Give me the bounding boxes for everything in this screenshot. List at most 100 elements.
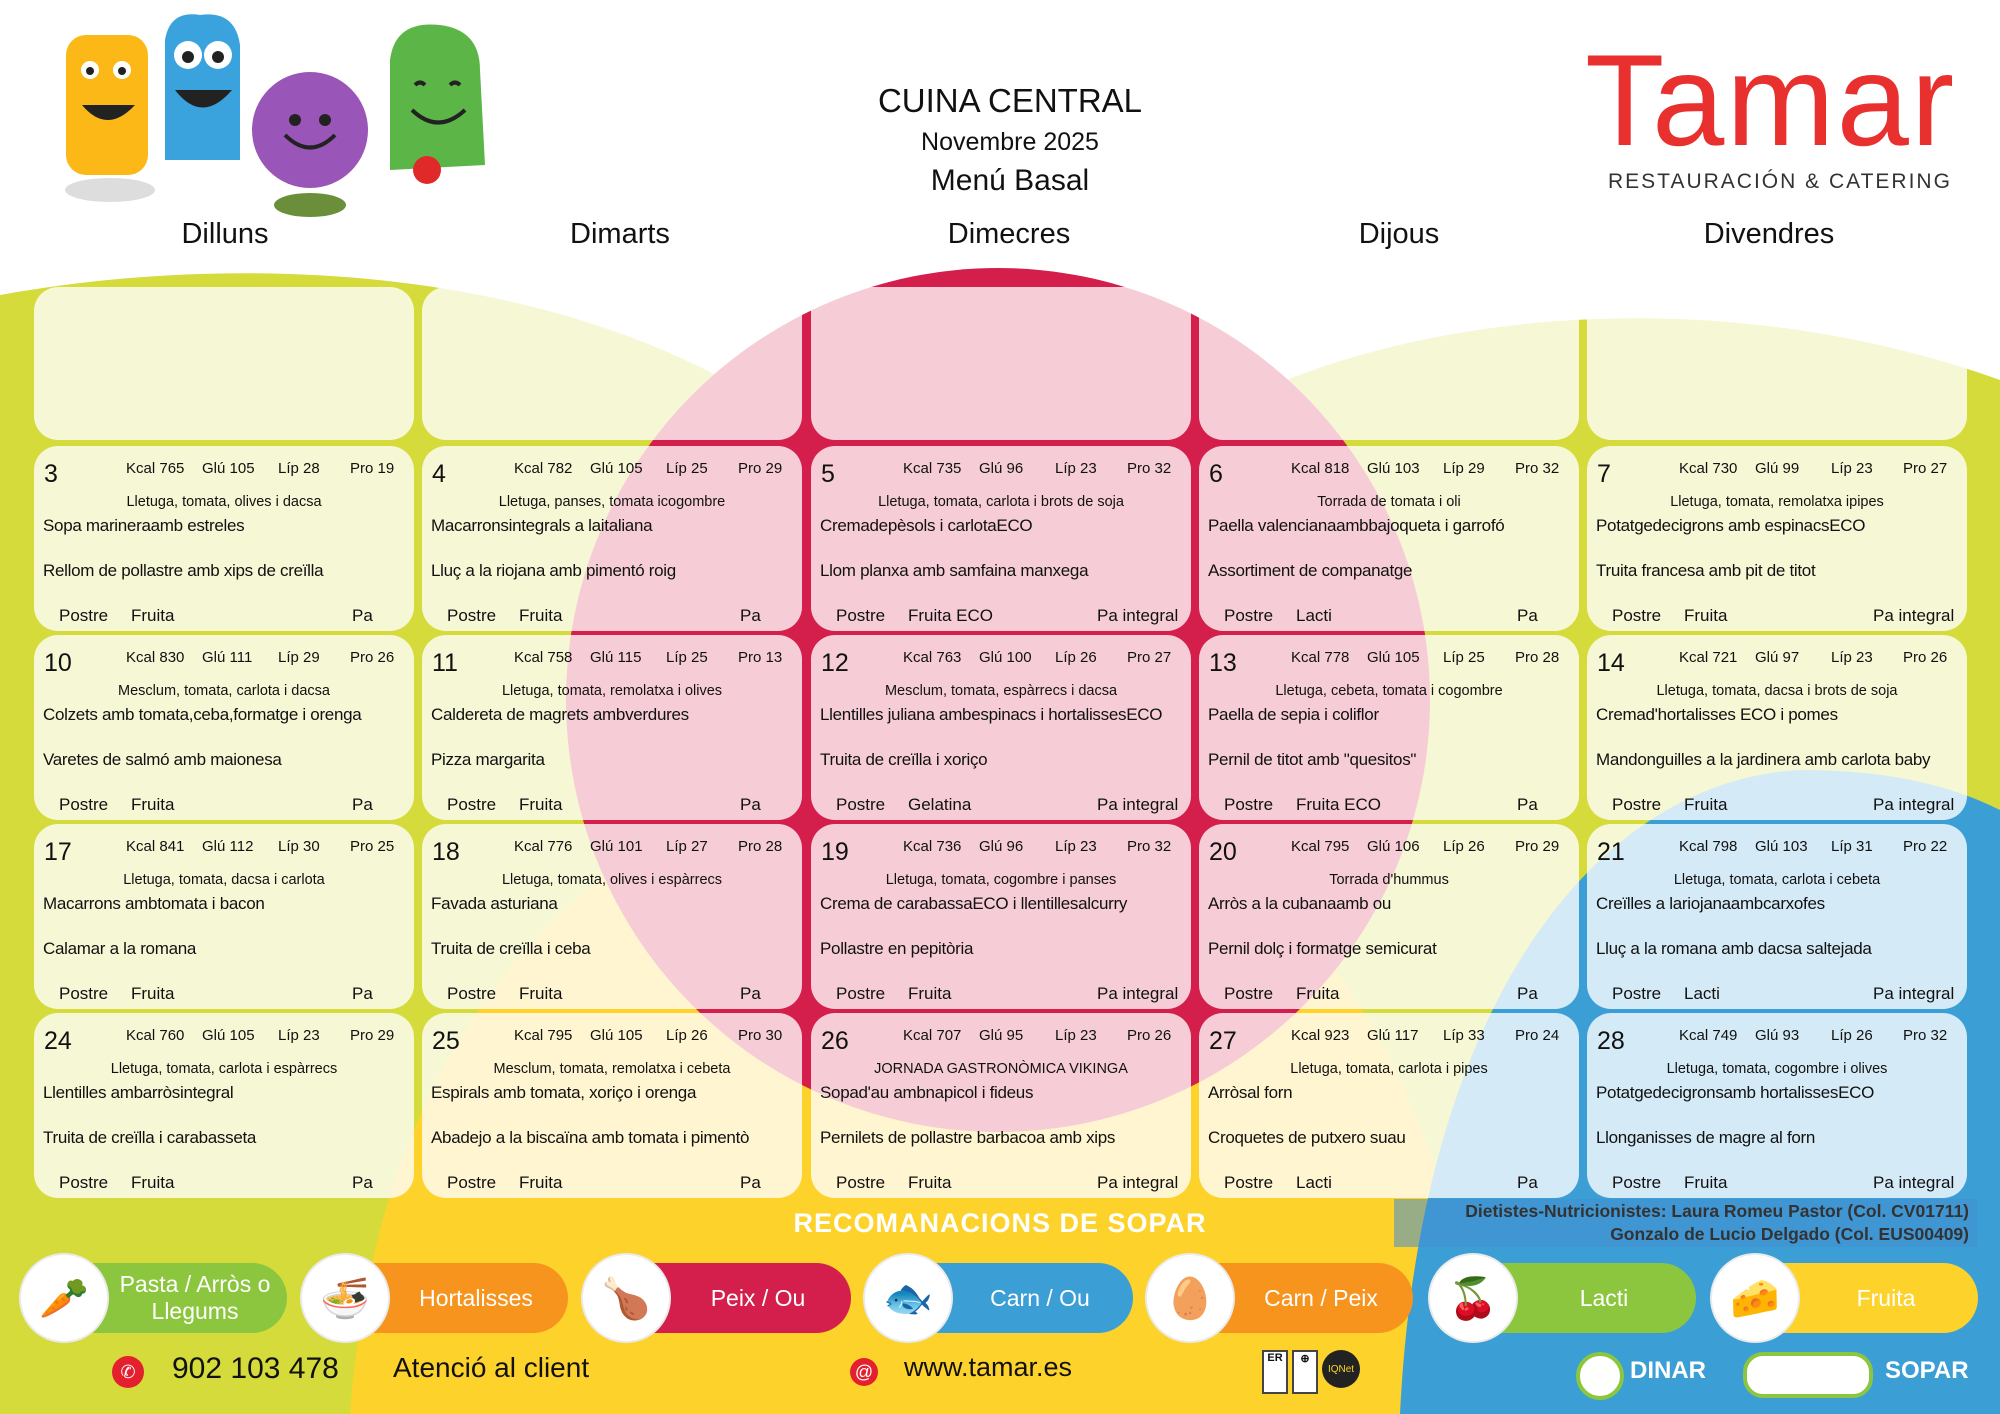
day-header-wednesday: Dimecres <box>947 218 1071 250</box>
salad-starter: Torrada de tomata i oli <box>1317 494 1461 510</box>
bread-value: Pa <box>352 1173 373 1192</box>
dessert-label: Postre <box>447 606 497 625</box>
day-number: 6 <box>1209 460 1223 488</box>
carbohydrates-value: Glú 93 <box>1755 1027 1800 1044</box>
dessert-value: Fruita <box>1296 984 1340 1003</box>
dessert-label: Postre <box>447 795 497 814</box>
first-course: Macarrons ambtomata i bacon <box>43 894 265 913</box>
protein-value: Pro 25 <box>350 838 395 855</box>
recommendation-label: Fruita <box>1856 1284 1916 1311</box>
carbohydrates-value: Glú 105 <box>202 1027 255 1044</box>
carbohydrates-value: Glú 99 <box>1755 460 1800 477</box>
second-course: Truita francesa amb pit de titot <box>1596 561 1816 580</box>
day-number: 28 <box>1597 1027 1625 1055</box>
bread-value: Pa <box>1517 606 1538 625</box>
first-course: Sopad'au ambnapicol i fideus <box>820 1083 1034 1102</box>
day-number: 10 <box>44 649 72 677</box>
carbohydrates-value: Glú 96 <box>979 460 1024 477</box>
protein-value: Pro 26 <box>350 649 395 666</box>
recommendation-7: 🧀Fruita <box>1710 1253 1978 1343</box>
bread-value: Pa <box>352 795 373 814</box>
dessert-label: Postre <box>1224 1173 1274 1192</box>
dessert-label: Postre <box>1224 606 1274 625</box>
day-number: 27 <box>1209 1027 1237 1055</box>
lipids-value: Líp 23 <box>1055 838 1097 855</box>
protein-value: Pro 27 <box>1127 649 1172 666</box>
bread-value: Pa <box>352 606 373 625</box>
lipids-value: Líp 28 <box>278 460 320 477</box>
dessert-label: Postre <box>59 606 109 625</box>
protein-value: Pro 32 <box>1515 460 1560 477</box>
dessert-value: Fruita <box>519 1173 563 1192</box>
dessert-label: Postre <box>1224 984 1274 1003</box>
recommendation-2: 🍜Hortalisses <box>300 1253 568 1343</box>
dessert-value: Lacti <box>1684 984 1720 1003</box>
vegetables-icon: 🥕 <box>19 1253 109 1343</box>
bread-value: Pa integral <box>1097 606 1179 625</box>
empty-day-cell <box>34 287 414 440</box>
bread-value: Pa integral <box>1873 606 1955 625</box>
lipids-value: Líp 30 <box>278 838 320 855</box>
second-course: Pizza margarita <box>431 750 545 769</box>
lipids-value: Líp 27 <box>666 838 708 855</box>
dessert-value: Lacti <box>1296 1173 1332 1192</box>
recommendation-5: 🥚Carn / Peix <box>1145 1253 1413 1343</box>
web-icon: @ <box>850 1358 878 1386</box>
protein-value: Pro 28 <box>1515 649 1560 666</box>
kcal-value: Kcal 736 <box>903 838 962 855</box>
empty-day-cell <box>811 287 1191 440</box>
dessert-value: Fruita <box>519 606 563 625</box>
protein-value: Pro 28 <box>738 838 783 855</box>
customer-service-label: Atenció al client <box>393 1352 590 1383</box>
kcal-value: Kcal 923 <box>1291 1027 1350 1044</box>
day-number: 17 <box>44 838 72 866</box>
carbohydrates-value: Glú 101 <box>590 838 643 855</box>
first-course: Creïlles a lariojanaambcarxofes <box>1596 894 1825 913</box>
first-course: Potatgedecigrons amb espinacsECO <box>1596 516 1866 535</box>
kcal-value: Kcal 730 <box>1679 460 1738 477</box>
day-number: 14 <box>1597 649 1625 677</box>
first-course: Paella de sepia i coliflor <box>1208 705 1379 724</box>
kcal-value: Kcal 798 <box>1679 838 1738 855</box>
salad-starter: Lletuga, tomata, dacsa i brots de soja <box>1656 683 1898 699</box>
carbohydrates-value: Glú 105 <box>202 460 255 477</box>
logo-tagline: RESTAURACIÓN & CATERING <box>1608 170 1952 193</box>
salad-starter: Lletuga, tomata, olives i espàrrecs <box>501 872 723 888</box>
second-course: Varetes de salmó amb maionesa <box>43 750 282 769</box>
day-number: 13 <box>1209 649 1237 677</box>
bread-value: Pa integral <box>1097 984 1179 1003</box>
lipids-value: Líp 25 <box>666 649 708 666</box>
carbohydrates-value: Glú 103 <box>1755 838 1808 855</box>
protein-value: Pro 32 <box>1127 460 1172 477</box>
first-course: Cremadepèsols i carlotaECO <box>820 516 1033 535</box>
protein-value: Pro 30 <box>738 1027 783 1044</box>
second-course: Assortiment de companatge <box>1208 561 1413 580</box>
recommendation-label: Lacti <box>1579 1284 1629 1311</box>
dessert-value: Fruita <box>131 1173 175 1192</box>
first-course: Potatgedecigronsamb hortalissesECO <box>1596 1083 1875 1102</box>
kcal-value: Kcal 778 <box>1291 649 1350 666</box>
day-header-thursday: Dijous <box>1358 218 1440 250</box>
recommendation-label: Pasta / Arròs o Llegums <box>119 1271 271 1324</box>
dessert-value: Fruita <box>131 795 175 814</box>
bread-value: Pa <box>1517 795 1538 814</box>
monster-mascots-illustration <box>60 10 520 225</box>
fruit-icon: 🍒 <box>1428 1253 1518 1343</box>
recommendation-4: 🐟Carn / Ou <box>863 1253 1133 1343</box>
dessert-label: Postre <box>836 1173 886 1192</box>
day-number: 3 <box>44 460 58 488</box>
dietitians-credit: Dietistes-Nutricionistes: Laura Romeu Pa… <box>1394 1199 1977 1247</box>
protein-value: Pro 29 <box>350 1027 395 1044</box>
protein-value: Pro 27 <box>1903 460 1948 477</box>
website-link[interactable]: www.tamar.es <box>904 1352 1073 1382</box>
second-course: Truita de creïlla i carabasseta <box>43 1128 257 1147</box>
lipids-value: Líp 26 <box>1443 838 1485 855</box>
day-number: 24 <box>44 1027 72 1055</box>
